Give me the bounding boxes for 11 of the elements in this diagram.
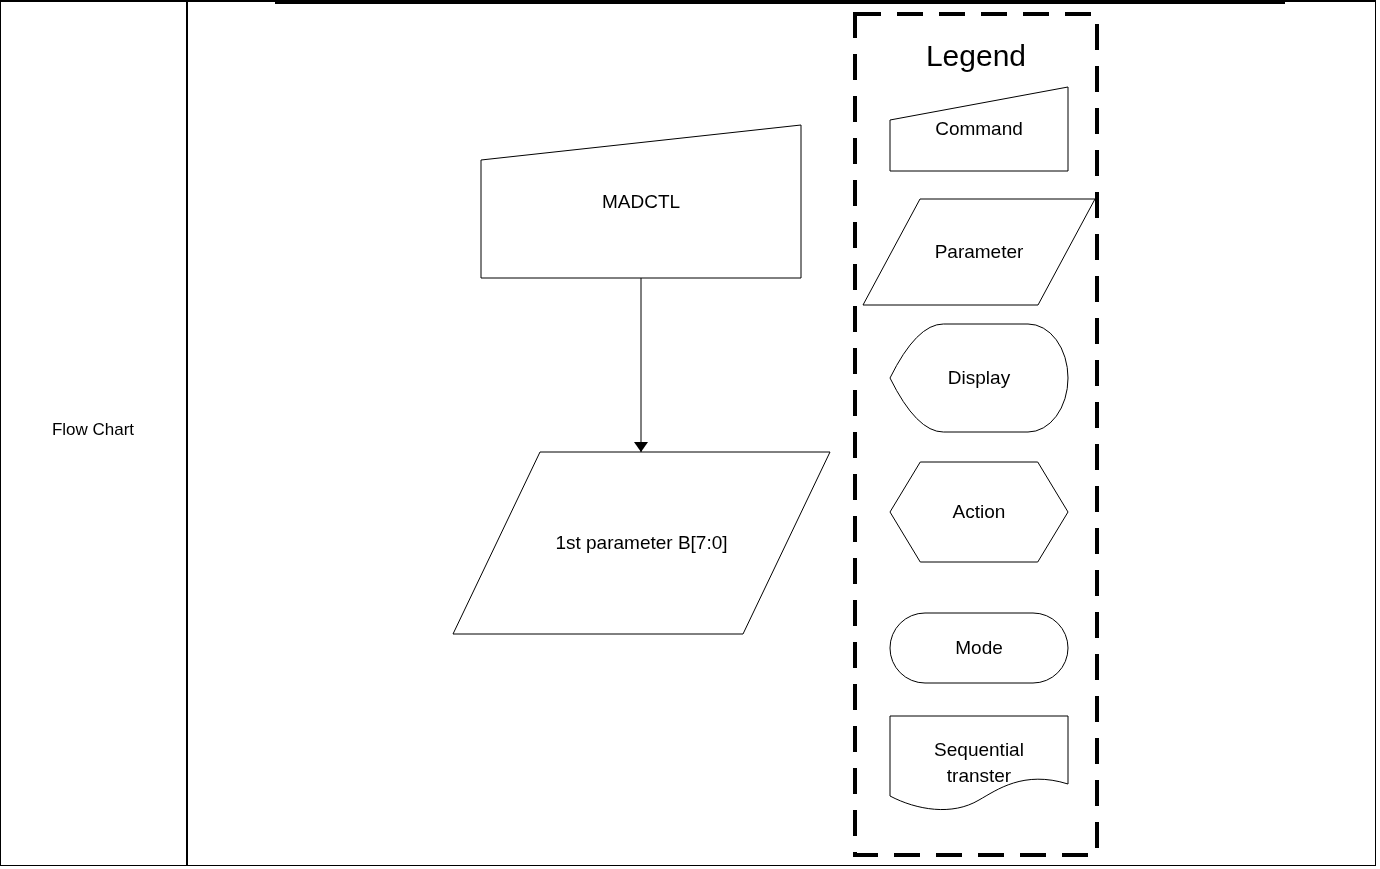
node-label: MADCTL [601,189,681,214]
node-label: Sequential transter [933,738,1025,788]
legend-title: Legend [925,38,1027,74]
node-label: Command [935,117,1023,142]
row-header: Flow Chart [50,420,136,440]
node-label: Display [947,366,1011,391]
arrow [634,277,648,453]
node-label: 1st parameter B[7:0] [555,531,728,556]
node-label: Parameter [934,240,1024,265]
node-label: Action [952,500,1006,525]
node-label: Mode [955,636,1003,661]
